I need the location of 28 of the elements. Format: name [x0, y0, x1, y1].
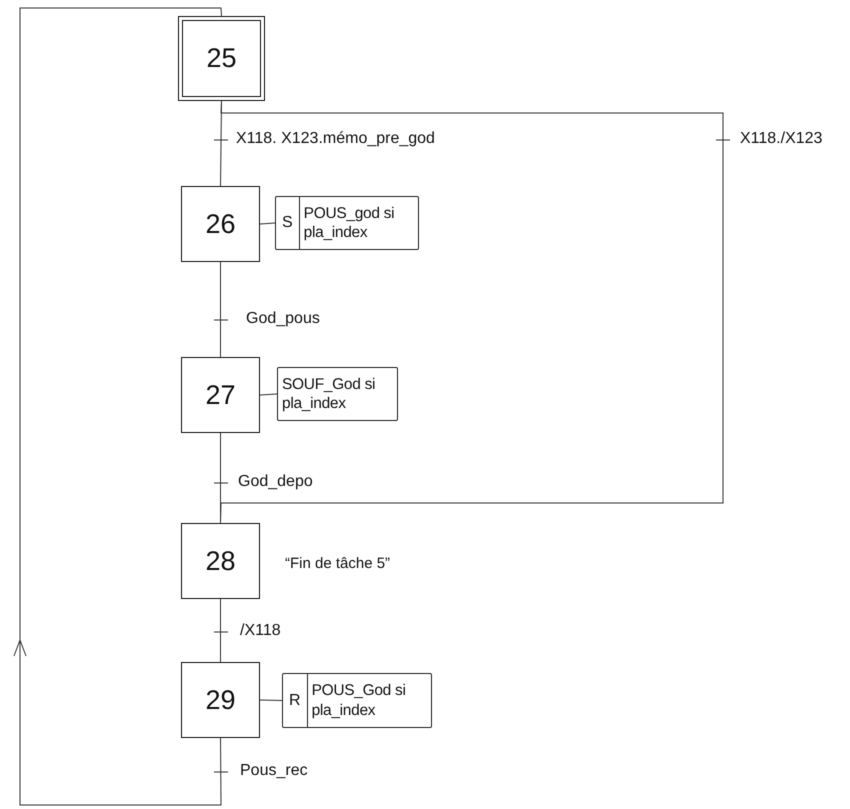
action-qualifier: R	[283, 674, 308, 727]
step-number: 26	[205, 208, 236, 240]
step-box	[181, 186, 260, 262]
connector	[260, 394, 278, 396]
step-number: 29	[205, 684, 236, 716]
transition-condition: God_pous	[246, 310, 320, 328]
step-comment: “Fin de tâche 5”	[285, 555, 390, 572]
step-box	[181, 523, 260, 599]
action-box	[277, 367, 398, 421]
connector	[260, 700, 282, 701]
action-box	[282, 673, 432, 728]
connector	[214, 598, 228, 662]
action-text: SOUF_God si pla_index	[281, 374, 376, 414]
transition-condition: Pous_rec	[240, 762, 308, 780]
transition-condition: God_depo	[238, 473, 313, 491]
step-box	[181, 357, 260, 433]
connector	[260, 222, 276, 224]
step-box	[181, 662, 260, 738]
action-qualifier: S	[276, 197, 300, 249]
step-number: 28	[205, 546, 236, 576]
connector	[220, 100, 730, 524]
transition-condition: X118. X123.mémo_pre_god	[236, 130, 435, 148]
action-box	[275, 196, 419, 250]
step-number: 27	[205, 380, 236, 410]
step-number: 25	[206, 43, 237, 74]
connector	[214, 262, 228, 358]
action-text: POUS_God si pla_index	[310, 681, 407, 720]
action-text: POUS_god si pla_index	[302, 204, 396, 243]
